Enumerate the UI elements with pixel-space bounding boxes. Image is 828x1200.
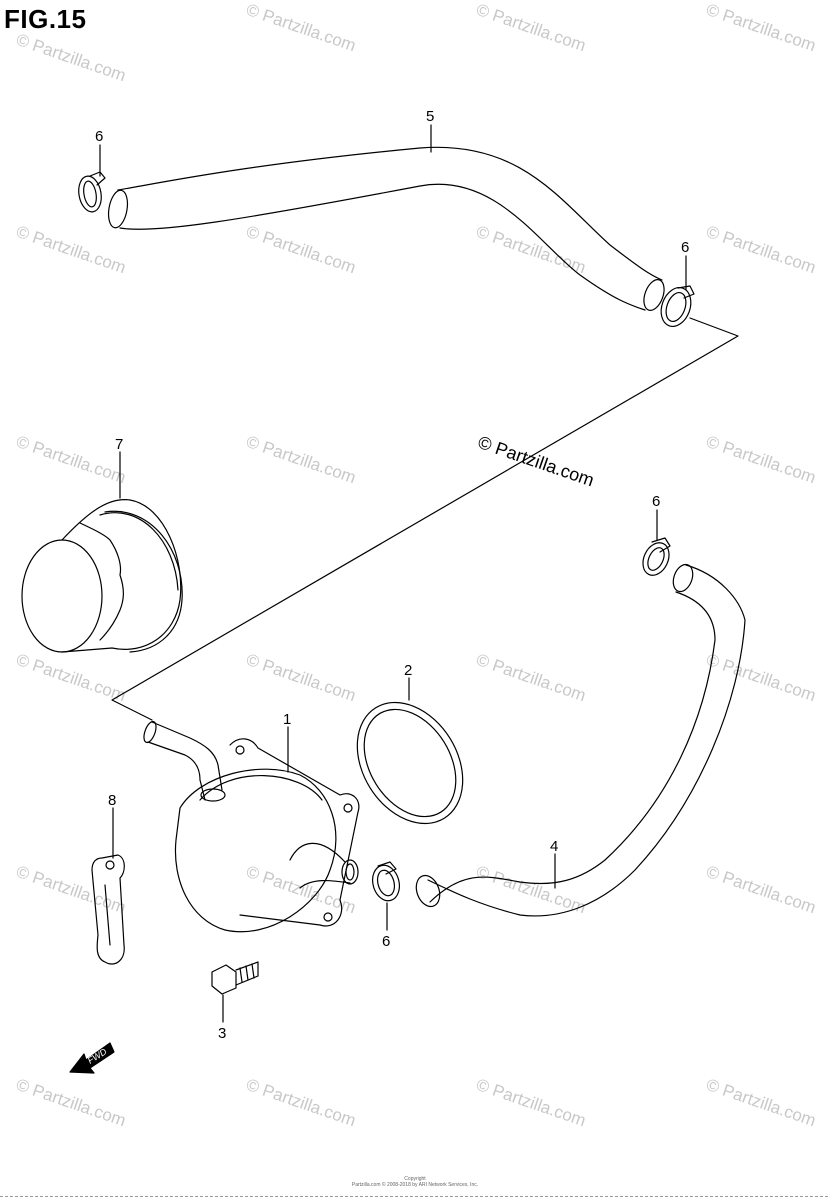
clamp-part-6-mid-right	[642, 537, 671, 576]
oil-cooler-part-1	[143, 720, 360, 933]
leader-lines	[99, 124, 687, 1023]
callout-6: 6	[681, 239, 689, 256]
oil-filter-part-7	[21, 498, 183, 653]
callout-8: 8	[108, 792, 116, 809]
callout-7: 7	[115, 436, 123, 453]
callout-2: 2	[404, 662, 412, 679]
fwd-arrow-icon: FWD	[69, 1042, 115, 1074]
clamp-part-6-bottom	[372, 861, 400, 902]
bolt-part-3	[211, 961, 259, 995]
hose-part-5	[107, 146, 665, 311]
bottom-rule	[0, 1196, 828, 1197]
footer-line-1: Copyright	[404, 1176, 426, 1182]
callout-3: 3	[218, 1025, 226, 1042]
bracket-part-8	[91, 854, 125, 965]
assembly-line	[111, 317, 739, 721]
footer-line-2: Partzilla.com © 2008-2018 by ARI Network…	[351, 1182, 479, 1188]
copyright-footer: Copyright Partzilla.com © 2008-2018 by A…	[340, 1176, 490, 1188]
figure-title: FIG.15	[4, 4, 87, 34]
clamp-part-6-top-right	[660, 285, 695, 327]
clamp-part-6-top-left	[78, 171, 106, 213]
callout-1: 1	[283, 711, 291, 728]
callout-6: 6	[95, 128, 103, 145]
callout-4: 4	[550, 838, 558, 855]
callout-6: 6	[652, 493, 660, 510]
o-ring-part-2	[356, 701, 464, 825]
callout-6: 6	[382, 933, 390, 950]
hose-part-4	[415, 563, 746, 917]
callout-5: 5	[426, 108, 434, 125]
